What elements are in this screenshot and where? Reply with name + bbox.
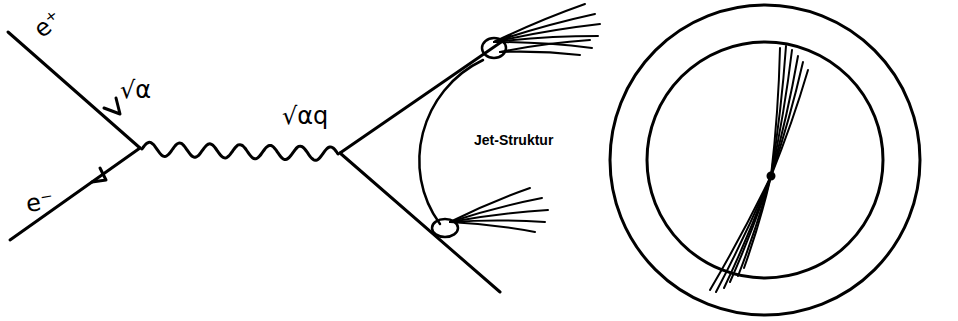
jet-track bbox=[500, 52, 580, 55]
particle-label: e⁺ bbox=[30, 6, 66, 42]
connecting-curve bbox=[419, 60, 483, 224]
particle-label: e⁻ bbox=[24, 188, 55, 216]
jet-track bbox=[450, 210, 548, 222]
jet-track bbox=[771, 62, 803, 176]
coupling-label: √αq bbox=[282, 104, 328, 128]
jet-track bbox=[716, 176, 771, 292]
jet-track bbox=[771, 50, 792, 176]
coupling-label: √α bbox=[120, 78, 151, 102]
electron-line bbox=[10, 148, 140, 240]
arrow-head bbox=[92, 168, 106, 182]
jet-track bbox=[450, 221, 545, 223]
jet-track bbox=[771, 70, 808, 176]
arrow-head bbox=[104, 98, 120, 114]
jet-track bbox=[738, 176, 771, 276]
photon-line bbox=[142, 142, 338, 160]
detector-outer-ring bbox=[610, 5, 920, 315]
jet-fans bbox=[450, 4, 600, 232]
jet-track bbox=[724, 176, 771, 288]
jet-track bbox=[500, 40, 590, 52]
jet-track bbox=[494, 24, 600, 42]
detector-jets bbox=[710, 46, 808, 292]
caption-label: Jet-Struktur bbox=[474, 133, 553, 147]
jet-track bbox=[450, 188, 530, 222]
jet-track bbox=[450, 198, 542, 222]
jet-track bbox=[744, 176, 771, 268]
jet-track bbox=[710, 176, 771, 290]
jet-track bbox=[730, 176, 771, 282]
detector-inner-ring bbox=[647, 42, 883, 278]
jet-track bbox=[450, 222, 535, 232]
